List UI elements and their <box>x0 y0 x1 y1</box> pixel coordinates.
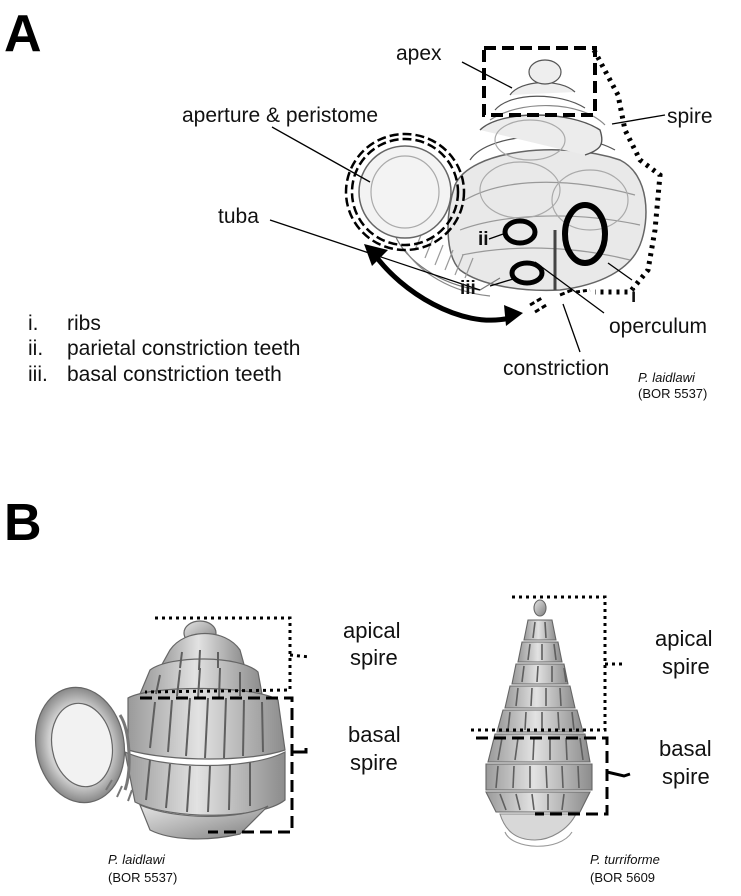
shell-turriforme-image <box>485 599 593 847</box>
specimen-a-species: P. laidlawi <box>638 370 696 385</box>
legend-num-3: iii. <box>28 363 48 386</box>
specimen-b-left-species: P. laidlawi <box>108 852 166 867</box>
turriforme-basal-label-1: basal <box>659 736 712 761</box>
legend-text-1: ribs <box>67 312 101 335</box>
laidlawi-basal-label-1: basal <box>348 722 401 747</box>
legend-num-2: ii. <box>28 337 43 360</box>
parietal-teeth-marker <box>502 218 538 246</box>
panel-b: B <box>4 494 712 885</box>
aperture-label: aperture & peristome <box>182 104 378 127</box>
leader-lines <box>269 61 666 353</box>
legend: i. ribs ii. parietal constriction teeth … <box>28 312 300 386</box>
shell-xray-image <box>358 59 647 297</box>
marker-i-label: i <box>631 286 636 307</box>
turriforme-basal-label-2: spire <box>662 764 710 789</box>
turriforme-basal-bracket <box>476 736 609 816</box>
apex-box <box>482 46 597 117</box>
turriforme-apical-label-2: spire <box>662 654 710 679</box>
specimen-a-code: (BOR 5537) <box>638 386 707 401</box>
panel-a-letter: A <box>4 5 42 63</box>
laidlawi-basal-label-2: spire <box>350 750 398 775</box>
marker-ii-label: ii <box>478 229 489 250</box>
panel-a: A <box>4 5 713 401</box>
tuba-arrow <box>372 253 511 323</box>
tuba-label: tuba <box>218 205 259 228</box>
specimen-b-right-code: (BOR 5609 <box>590 870 655 885</box>
spire-label: spire <box>667 105 713 128</box>
ribs-marker <box>562 202 608 266</box>
aperture-outline <box>350 137 460 247</box>
basal-teeth-marker <box>509 260 545 286</box>
laidlawi-apical-label-1: apical <box>343 618 400 643</box>
shell-laidlawi-image <box>34 620 286 840</box>
operculum-label: operculum <box>609 315 707 338</box>
apex-label: apex <box>396 42 442 65</box>
specimen-b-right-species: P. turriforme <box>590 852 660 867</box>
legend-num-1: i. <box>28 312 39 335</box>
laidlawi-apical-label-2: spire <box>350 645 398 670</box>
constriction-label: constriction <box>503 357 609 380</box>
panel-b-letter: B <box>4 494 42 552</box>
marker-iii-label: iii <box>460 278 476 299</box>
constriction-marker <box>529 288 591 314</box>
legend-text-3: basal constriction teeth <box>67 363 282 386</box>
spire-outline <box>591 48 663 295</box>
turriforme-apical-label-1: apical <box>655 626 712 651</box>
specimen-b-left-code: (BOR 5537) <box>108 870 177 885</box>
laidlawi-apical-bracket <box>144 616 292 694</box>
legend-text-2: parietal constriction teeth <box>67 337 300 360</box>
laidlawi-basal-bracket <box>140 696 294 834</box>
